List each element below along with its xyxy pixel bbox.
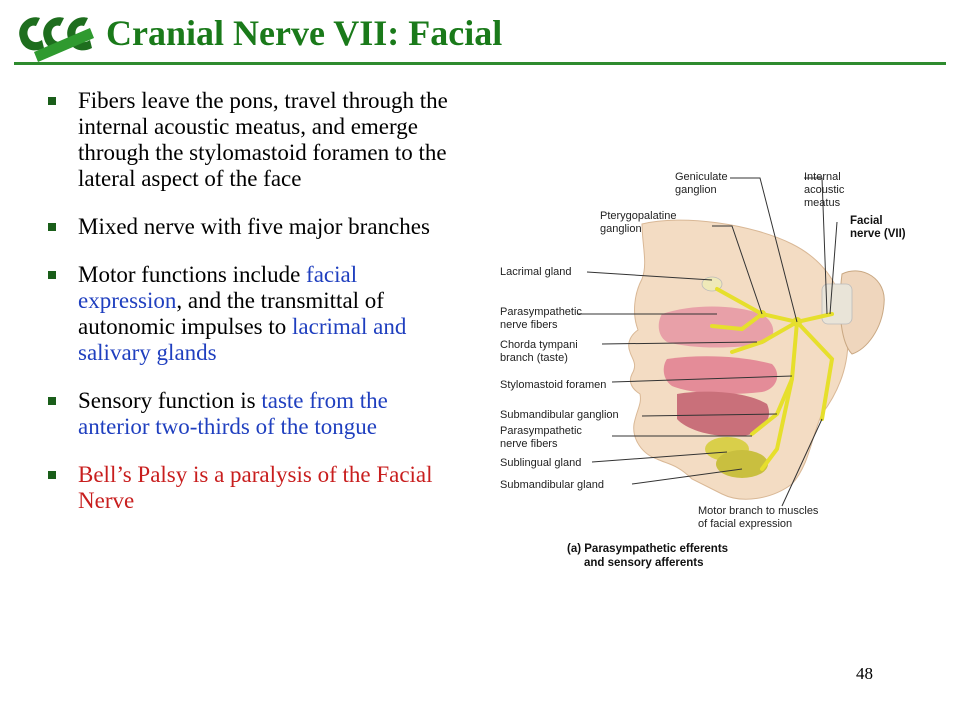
bullet-text-segment: facial expression [78,262,358,313]
bullet-marker-icon [48,223,56,231]
slide-title: Cranial Nerve VII: Facial [106,13,503,53]
page-number: 48 [856,664,873,683]
bullet-text-segment: Motor functions include [78,262,307,287]
bullet-text-segment: Fibers leave the pons, travel through th… [78,88,448,191]
submandibular-gland [716,450,768,478]
bullet-item: Fibers leave the pons, travel through th… [48,88,460,192]
bullet-marker-icon [48,397,56,405]
label-submandibular-gland: Submandibular gland [500,479,604,491]
label-submandibular-ganglion: Submandibular ganglion [500,409,619,421]
bullet-text-segment: Mixed nerve with five major branches [78,214,430,239]
bullet-text-segment: lacrimal and salivary glands [78,314,407,365]
ccc-logo-icon [19,17,94,62]
label-stylomastoid: Stylomastoid foramen [500,379,606,391]
bullet-text-segment: Bell’s Palsy is a paralysis of the Facia… [78,462,433,513]
bullet-item: Mixed nerve with five major branches [48,214,460,240]
label-lacrimal: Lacrimal gland [500,266,572,278]
label-sublingual: Sublingual gland [500,457,581,469]
tongue [677,391,770,437]
bullet-marker-icon [48,271,56,279]
bullet-text-segment: taste from the anterior two-thirds of th… [78,388,388,439]
bullet-list: Fibers leave the pons, travel through th… [48,88,460,536]
bullet-item: Motor functions include facial expressio… [48,262,460,366]
bullet-text-segment: , and the transmittal of autonomic impul… [78,288,384,339]
bullet-item: Bell’s Palsy is a paralysis of the Facia… [48,462,460,514]
title-divider [14,62,946,65]
bullet-marker-icon [48,471,56,479]
bullet-item: Sensory function is taste from the anter… [48,388,460,440]
bullet-text-segment: Sensory function is [78,388,262,413]
oral-cavity [663,356,778,394]
bullet-marker-icon [48,97,56,105]
